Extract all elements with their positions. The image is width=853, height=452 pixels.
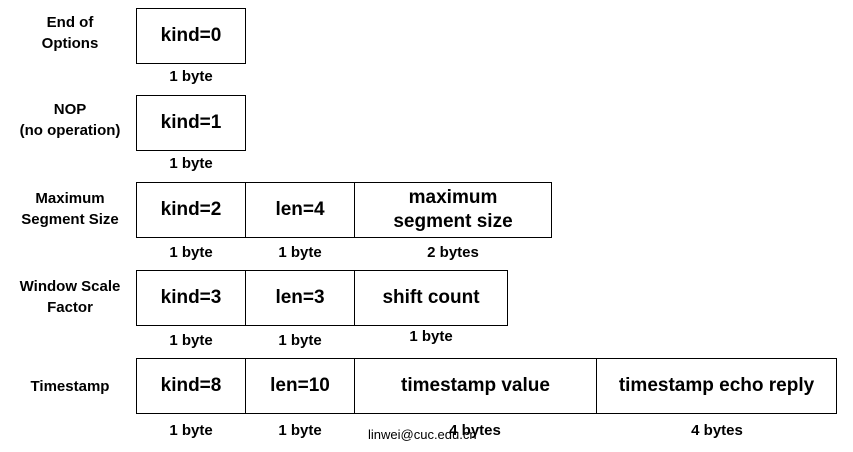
row-label-line: Maximum (35, 190, 105, 207)
field-size-label: 4 bytes (449, 422, 501, 439)
row-label-line: NOP (53, 101, 87, 118)
field-size-label: 1 byte (169, 422, 213, 439)
author-email: linwei@cuc.edu.cn (368, 427, 477, 442)
row-label-line: (no operation) (19, 122, 121, 139)
field-box-timestamp-value: timestamp value (354, 358, 597, 414)
field-text: timestamp echo reply (618, 375, 815, 396)
field-box-kind: kind=0 (136, 8, 246, 64)
row-label-line: Options (41, 35, 99, 52)
row-label-line: End of (46, 14, 94, 31)
field-box-kind: kind=1 (136, 95, 246, 151)
field-text: len=10 (270, 375, 330, 396)
field-size-label: 1 byte (409, 328, 453, 345)
field-text: kind=3 (160, 287, 222, 308)
field-box-mss-value: maximum segment size (354, 182, 552, 238)
field-text: shift count (382, 287, 480, 308)
field-box-timestamp-echo-reply: timestamp echo reply (596, 358, 837, 414)
row-label-nop: NOP (no operation) (8, 99, 132, 141)
field-box-len: len=10 (245, 358, 355, 414)
field-text: kind=8 (160, 375, 222, 396)
field-text: kind=1 (160, 112, 222, 133)
field-box-kind: kind=2 (136, 182, 246, 238)
field-size-label: 1 byte (169, 332, 213, 349)
field-box-kind: kind=8 (136, 358, 246, 414)
field-text-line: segment size (393, 211, 513, 232)
field-text: kind=2 (160, 199, 222, 220)
row-label-line: Window Scale (19, 278, 121, 295)
field-size-label: 1 byte (169, 155, 213, 172)
field-box-len: len=4 (245, 182, 355, 238)
field-size-label: 1 byte (169, 244, 213, 261)
row-label-timestamp: Timestamp (8, 365, 132, 407)
field-box-shift-count: shift count (354, 270, 508, 326)
row-label-mss: Maximum Segment Size (8, 188, 132, 230)
row-label-line: Segment Size (21, 211, 119, 228)
field-text: len=3 (275, 287, 325, 308)
row-label-line: Factor (47, 299, 93, 316)
row-label-line: Timestamp (30, 377, 110, 395)
field-size-label: 1 byte (278, 244, 322, 261)
field-box-len: len=3 (245, 270, 355, 326)
field-box-kind: kind=3 (136, 270, 246, 326)
row-label-window-scale: Window Scale Factor (8, 276, 132, 318)
field-size-label: 1 byte (278, 332, 322, 349)
field-text: len=4 (275, 199, 325, 220)
field-size-label: 4 bytes (691, 422, 743, 439)
field-text-line: maximum (408, 187, 498, 208)
field-size-label: 2 bytes (427, 244, 479, 261)
row-label-end-of-options: End of Options (20, 12, 120, 54)
field-text: kind=0 (160, 25, 222, 46)
field-size-label: 1 byte (169, 68, 213, 85)
field-text: timestamp value (401, 375, 550, 396)
field-size-label: 1 byte (278, 422, 322, 439)
